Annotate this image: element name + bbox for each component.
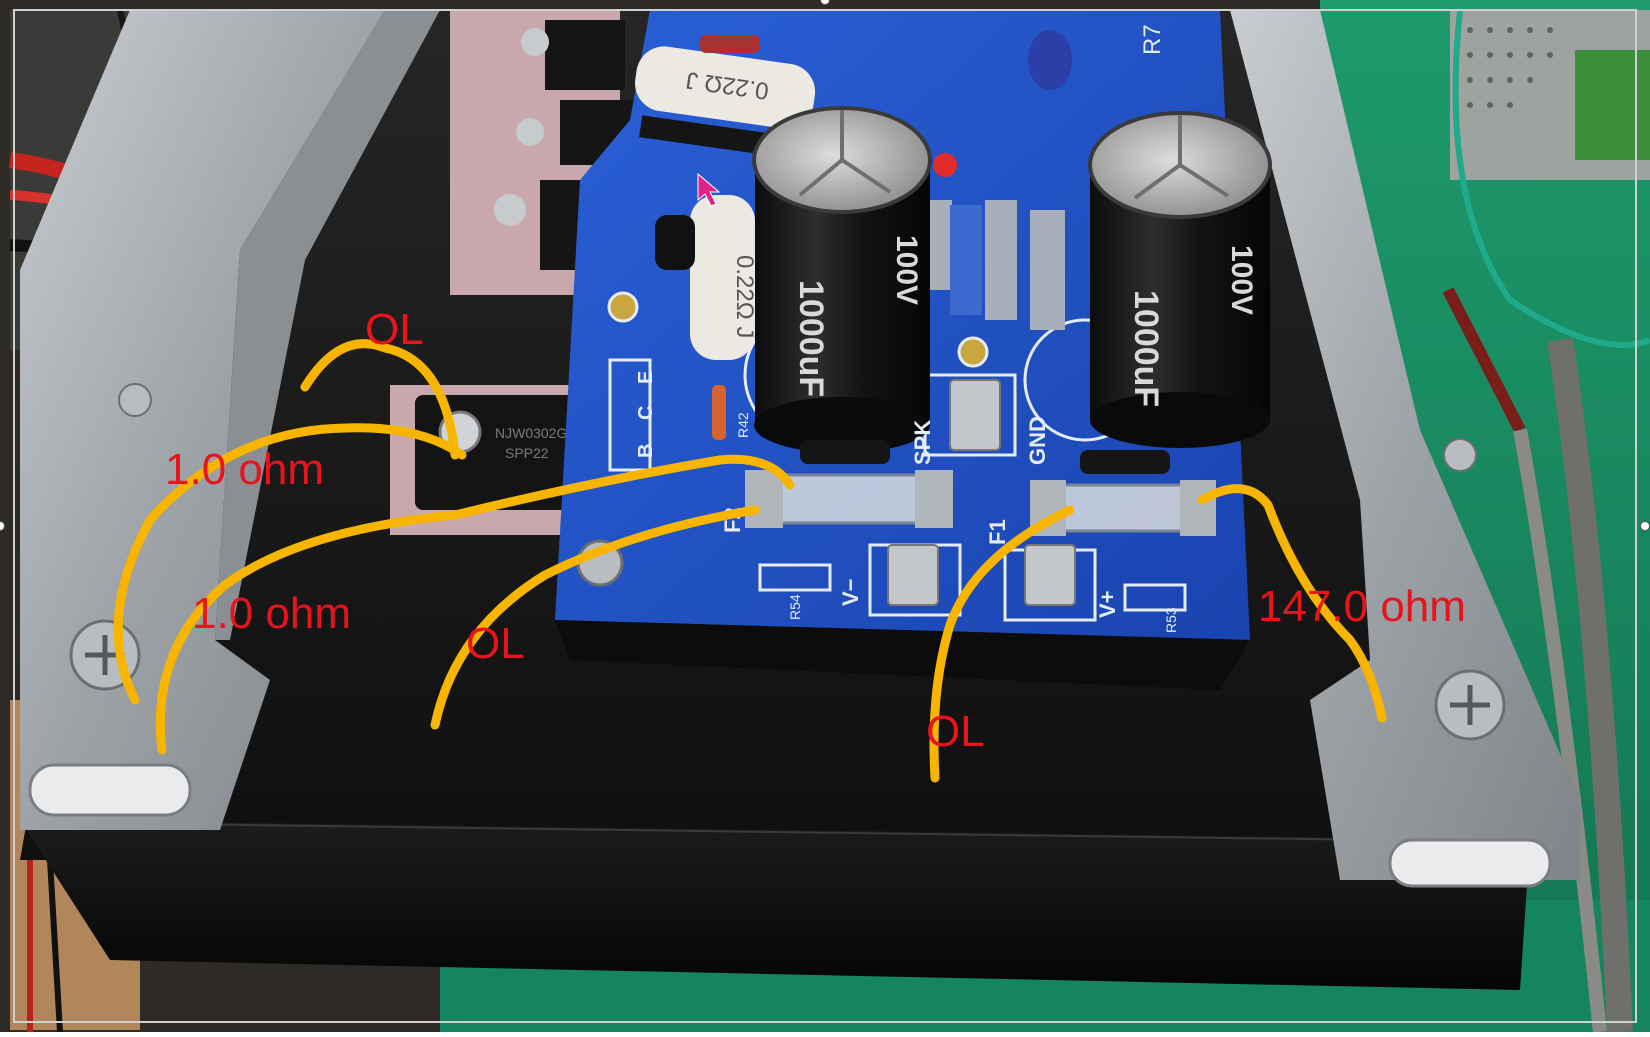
annotation-1ohm-upper: 1.0 ohm — [165, 445, 324, 494]
screw-right — [1434, 669, 1506, 741]
red-diode — [700, 35, 760, 53]
cap-right-voltage: 100V — [1225, 245, 1258, 315]
pcb-mount-hole-2 — [957, 336, 989, 368]
capacitor-left — [752, 106, 932, 453]
probe-traces — [113, 339, 1387, 783]
image-frame — [13, 9, 1637, 1023]
trace-ol-top — [300, 339, 460, 460]
cap-right-value: 1000uF — [1127, 290, 1165, 407]
annotation-1ohm-lower: 1.0 ohm — [192, 589, 351, 638]
red-led — [933, 153, 957, 177]
annotation-147-ohm: 147.0 ohm — [1258, 582, 1466, 631]
fuse-f1 — [1030, 480, 1216, 536]
annotation-ol-top: OL — [365, 305, 424, 354]
annotation-ol-bottom: OL — [926, 707, 985, 756]
probe-grey-2 — [1513, 428, 1607, 1033]
pcb-label-vplus: V+ — [1095, 590, 1120, 618]
diode-left — [800, 440, 890, 464]
right-slot-hole — [1388, 838, 1552, 888]
capacitor-right — [1088, 111, 1272, 448]
perf-holes — [1467, 27, 1553, 108]
screw-left-upper — [118, 383, 152, 417]
transistor-part-text: NJW0302G — [495, 425, 567, 441]
cap-left-voltage: 100V — [890, 235, 923, 305]
pcb-label-c: C — [635, 406, 657, 420]
fuse-f2 — [745, 470, 953, 528]
pcb-label-r42: R42 — [735, 412, 751, 438]
pcb-label-e: E — [635, 371, 657, 384]
trace-147 — [1197, 484, 1387, 723]
film-cap-2 — [950, 205, 982, 315]
pcb-label-r7: R7 — [1139, 24, 1166, 55]
pcb-label-r54: R54 — [787, 594, 803, 620]
heatsink-edge — [19, 821, 1531, 843]
probe-grey-1 — [1547, 338, 1633, 1033]
film-cap-3 — [985, 200, 1017, 320]
pcb-label-spk: SPK — [910, 420, 935, 465]
resistor-lower-text: 0.22Ω J — [731, 255, 758, 338]
transistor-code-text: SPP22 — [505, 445, 549, 461]
pcb-label-f1: F1 — [985, 519, 1010, 545]
film-cap-4 — [1030, 210, 1065, 330]
ceramic-resistor-upper — [635, 46, 816, 157]
cap-left-value: 1000uF — [792, 280, 830, 397]
left-slot-hole — [28, 763, 192, 817]
trace-1ohm-b — [155, 454, 795, 755]
cursor-icon — [697, 172, 721, 207]
screw-right-upper — [1443, 438, 1477, 472]
ceramic-resistor-lower — [690, 195, 755, 360]
right-bracket — [1230, 10, 1580, 880]
small-cap-blue — [1028, 30, 1072, 90]
resize-handle-right[interactable] — [1640, 521, 1650, 531]
probe-red — [1442, 287, 1526, 433]
black-wire-bottom — [47, 859, 63, 1033]
spade-terminal-vminus — [887, 544, 939, 606]
small-green-board — [1575, 50, 1650, 160]
heatsink-front — [20, 820, 1530, 990]
pcb-mount-hole-1 — [607, 291, 639, 323]
trace-ol-bottom — [929, 505, 1075, 783]
pcb-label-r53: R53 — [1163, 607, 1179, 633]
small-resistor-r42 — [712, 385, 726, 440]
pcb-shadow — [555, 620, 1250, 690]
annotation-ol-middle: OL — [466, 619, 525, 668]
diode-right — [1080, 450, 1170, 474]
teal-wire — [1452, 9, 1650, 348]
spade-terminal-vplus — [1024, 544, 1076, 606]
pcb-label-b: B — [635, 444, 657, 458]
trace-1ohm-a — [113, 423, 467, 705]
pcb-label-gnd: GND — [1025, 416, 1050, 465]
trace-ol-mid — [430, 505, 760, 730]
pcb-label-vminus: V− — [838, 578, 863, 606]
spade-terminal-spk — [949, 379, 1001, 451]
transistor-small — [655, 215, 695, 270]
